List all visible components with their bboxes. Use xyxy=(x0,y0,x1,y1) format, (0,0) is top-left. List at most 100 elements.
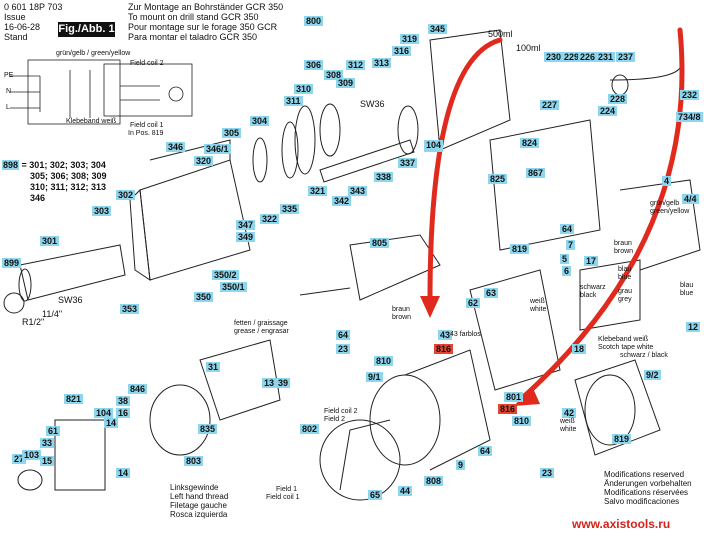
part-callout[interactable]: 305 xyxy=(222,128,242,138)
part-callout[interactable]: 64 xyxy=(560,224,575,234)
part-callout[interactable]: 15 xyxy=(40,456,55,466)
footer-line: Änderungen vorbehalten xyxy=(604,479,692,488)
part-callout[interactable]: 321 xyxy=(308,186,328,196)
part-callout[interactable]: 343 xyxy=(348,186,368,196)
left-thread-legend: Linksgewinde Left hand thread Filetage g… xyxy=(170,483,228,519)
part-callout[interactable]: 801 xyxy=(504,392,524,402)
part-callout[interactable]: 228 xyxy=(608,94,628,104)
part-callout[interactable]: 821 xyxy=(64,394,84,404)
part-callout[interactable]: 31 xyxy=(206,362,221,372)
part-callout[interactable]: 226 xyxy=(578,52,598,62)
part-callout[interactable]: 6 xyxy=(562,266,572,276)
part-callout[interactable]: 347 xyxy=(236,220,256,230)
part-callout[interactable]: 346/1 xyxy=(204,144,231,154)
part-callout[interactable]: 44 xyxy=(398,486,413,496)
part-callout[interactable]: 338 xyxy=(374,172,394,182)
part-callout[interactable]: 350/2 xyxy=(212,270,239,280)
part-callout-highlight[interactable]: 816 xyxy=(498,404,518,414)
part-callout[interactable]: 61 xyxy=(46,426,61,436)
part-callout[interactable]: 802 xyxy=(300,424,320,434)
part-callout[interactable]: 342 xyxy=(332,196,352,206)
part-callout[interactable]: 899 xyxy=(2,258,22,268)
part-callout[interactable]: 9 xyxy=(456,460,466,470)
part-callout[interactable]: 835 xyxy=(198,424,218,434)
part-callout[interactable]: 227 xyxy=(540,100,560,110)
part-callout[interactable]: 302 xyxy=(116,190,136,200)
part-callout[interactable]: 224 xyxy=(598,106,618,116)
part-callout[interactable]: 64 xyxy=(336,330,351,340)
part-callout[interactable]: 734/8 xyxy=(676,112,703,122)
part-callout[interactable]: 230 xyxy=(544,52,564,62)
part-callout[interactable]: 237 xyxy=(616,52,636,62)
part-callout[interactable]: 4/4 xyxy=(682,194,699,204)
part-callout[interactable]: 308 xyxy=(324,70,344,80)
part-callout[interactable]: 846 xyxy=(128,384,148,394)
part-callout[interactable]: 808 xyxy=(424,476,444,486)
part-callout[interactable]: 301 xyxy=(40,236,60,246)
part-callout[interactable]: 23 xyxy=(336,344,351,354)
part-callout[interactable]: 313 xyxy=(372,58,392,68)
part-callout[interactable]: 335 xyxy=(280,204,300,214)
part-callout[interactable]: 312 xyxy=(346,60,366,70)
part-callout[interactable]: 43 xyxy=(438,330,453,340)
part-callout[interactable]: 63 xyxy=(484,288,499,298)
part-callout[interactable]: 103 xyxy=(22,450,42,460)
part-callout[interactable]: 819 xyxy=(612,434,632,444)
part-callout[interactable]: 316 xyxy=(392,46,412,56)
part-callout[interactable]: 232 xyxy=(680,90,700,100)
part-callout[interactable]: 104 xyxy=(94,408,114,418)
part-callout[interactable]: 322 xyxy=(260,214,280,224)
part-callout[interactable]: 805 xyxy=(370,238,390,248)
site-url[interactable]: www.axistools.ru xyxy=(572,517,671,531)
part-callout[interactable]: 349 xyxy=(236,232,256,242)
part-callout[interactable]: 14 xyxy=(104,418,119,428)
part-callout[interactable]: 65 xyxy=(368,490,383,500)
part-callout[interactable]: 23 xyxy=(540,468,555,478)
part-callout[interactable]: 803 xyxy=(184,456,204,466)
part-callout[interactable]: 9/2 xyxy=(644,370,661,380)
part-callout[interactable]: 350/1 xyxy=(220,282,247,292)
part-callout[interactable]: 62 xyxy=(466,298,481,308)
part-callout[interactable]: 38 xyxy=(116,396,131,406)
part-callout[interactable]: 16 xyxy=(116,408,131,418)
part-callout[interactable]: 319 xyxy=(400,34,420,44)
part-callout[interactable]: 27 xyxy=(12,454,27,464)
part-callout[interactable]: 306 xyxy=(304,60,324,70)
part-callout[interactable]: 353 xyxy=(120,304,140,314)
part-callout[interactable]: 346 xyxy=(166,142,186,152)
part-callout[interactable]: 825 xyxy=(488,174,508,184)
part-callout[interactable]: 64 xyxy=(478,446,493,456)
part-callout[interactable]: 17 xyxy=(584,256,599,266)
part-callout[interactable]: 867 xyxy=(526,168,546,178)
part-callout[interactable]: 310 xyxy=(294,84,314,94)
part-callout[interactable]: 350 xyxy=(194,292,214,302)
part-callout[interactable]: 12 xyxy=(686,322,701,332)
part-callout[interactable]: 39 xyxy=(276,378,291,388)
part-callout[interactable]: 337 xyxy=(398,158,418,168)
footer-line: Modifications réservées xyxy=(604,488,689,497)
part-callout-highlight[interactable]: 816 xyxy=(434,344,454,354)
part-callout[interactable]: 5 xyxy=(560,254,570,264)
part-callout[interactable]: 320 xyxy=(194,156,214,166)
part-callout[interactable]: 4 xyxy=(662,176,672,186)
part-callout[interactable]: 18 xyxy=(572,344,587,354)
part-callout[interactable]: 345 xyxy=(428,24,448,34)
part-callout[interactable]: 14 xyxy=(116,468,131,478)
part-callout[interactable]: 7 xyxy=(566,240,576,250)
part-callout[interactable]: 303 xyxy=(92,206,112,216)
part-callout[interactable]: 42 xyxy=(562,408,577,418)
part-callout[interactable]: 304 xyxy=(250,116,270,126)
part-callout[interactable]: 800 xyxy=(304,16,324,26)
part-callout[interactable]: 819 xyxy=(510,244,530,254)
part-callout[interactable]: 13 xyxy=(262,378,277,388)
part-callout[interactable]: 229 xyxy=(562,52,582,62)
part-callout[interactable]: 104 xyxy=(424,140,444,150)
part-callout[interactable]: 33 xyxy=(40,438,55,448)
part-callout[interactable]: 309 xyxy=(336,78,356,88)
part-callout[interactable]: 231 xyxy=(596,52,616,62)
part-callout[interactable]: 810 xyxy=(374,356,394,366)
part-callout[interactable]: 9/1 xyxy=(366,372,383,382)
part-callout[interactable]: 824 xyxy=(520,138,540,148)
part-callout[interactable]: 311 xyxy=(284,96,303,106)
part-callout[interactable]: 810 xyxy=(512,416,532,426)
